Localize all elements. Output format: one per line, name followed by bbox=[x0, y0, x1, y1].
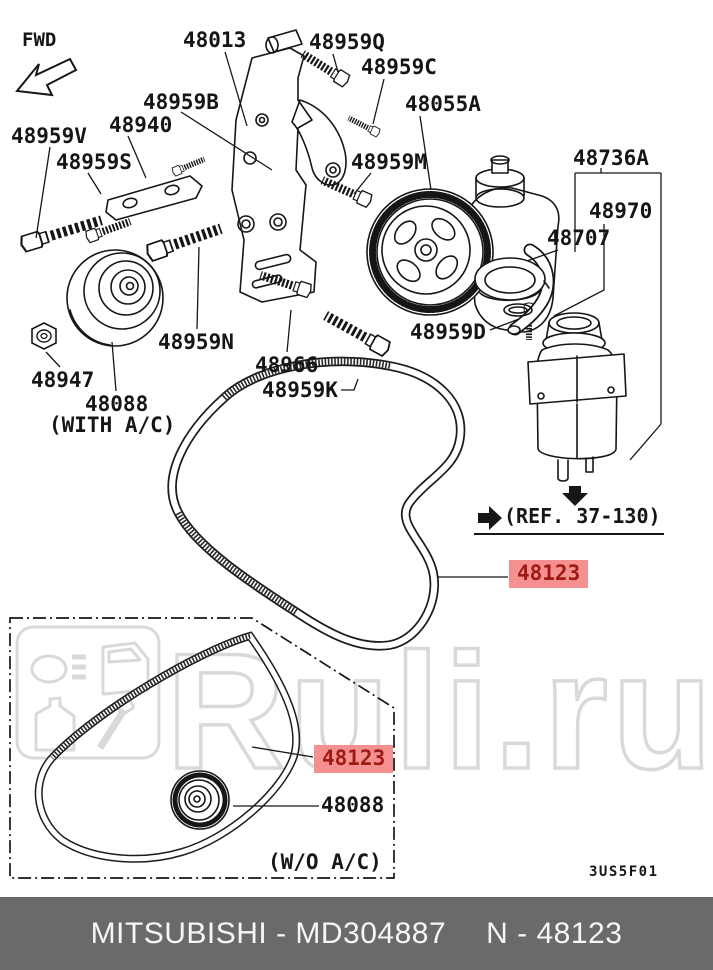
footer-bar: MITSUBISHI - MD304887 N - 48123 bbox=[0, 897, 713, 970]
footer-catalog-number: N - 48123 bbox=[486, 916, 623, 950]
cap-drawing bbox=[470, 257, 550, 302]
part-label-48966: 48966 bbox=[255, 353, 319, 377]
reservoir-drawing bbox=[527, 312, 627, 506]
watermark-text: Ruli.ru bbox=[166, 619, 713, 803]
stay-plate-drawing bbox=[105, 175, 203, 221]
part-label-48947: 48947 bbox=[31, 368, 95, 392]
part-label-48055A: 48055A bbox=[405, 92, 481, 116]
part-label-48013: 48013 bbox=[183, 28, 247, 52]
leader-lines bbox=[35, 51, 520, 807]
part-label-48959V: 48959V bbox=[11, 124, 87, 148]
inset-box-border bbox=[9, 617, 395, 879]
part-label-48088-ac: 48088 bbox=[85, 392, 149, 416]
watermark-icons-box bbox=[15, 625, 161, 760]
fwd-label: FWD bbox=[22, 29, 57, 51]
part-link-48123-inset[interactable]: 48123 bbox=[314, 745, 394, 774]
part-label-48088-noac: 48088 bbox=[321, 793, 385, 817]
down-arrow-icon bbox=[562, 486, 588, 506]
bolt-small-left bbox=[85, 216, 133, 243]
tensioner-pulley-drawing bbox=[66, 249, 164, 347]
part-label-48959N: 48959N bbox=[158, 330, 234, 354]
bolt-48959N bbox=[145, 221, 224, 262]
ref-arrow-icon bbox=[478, 506, 502, 530]
part-label-48959B: 48959B bbox=[143, 90, 219, 114]
part-label-48959Q: 48959Q bbox=[309, 30, 385, 54]
pump-drawing bbox=[366, 155, 560, 336]
part-label-48707: 48707 bbox=[547, 226, 611, 250]
footer-brand-part: MITSUBISHI - MD304887 bbox=[90, 916, 447, 950]
inset-belt-drawing bbox=[34, 631, 301, 863]
part-label-48959D: 48959D bbox=[410, 320, 486, 344]
main-belt-drawing bbox=[167, 356, 466, 651]
part-label-48736A: 48736A bbox=[573, 146, 649, 170]
bolt-48959K bbox=[322, 309, 392, 358]
part-label-48959S: 48959S bbox=[56, 150, 132, 174]
part-label-48970: 48970 bbox=[589, 199, 653, 223]
fwd-arrow-icon bbox=[15, 57, 78, 97]
part-label-48959M: 48959M bbox=[351, 150, 427, 174]
part-label-48959K: 48959K bbox=[262, 378, 338, 402]
headlight-icon bbox=[30, 654, 68, 684]
part-label-48959C: 48959C bbox=[361, 55, 437, 79]
bolt-48966 bbox=[258, 269, 312, 298]
with-ac-note: (WITH A/C) bbox=[49, 413, 176, 437]
mount-bracket-drawing bbox=[231, 29, 347, 303]
shock-absorber-icon bbox=[97, 708, 127, 750]
ref-note: (REF. 37-130) bbox=[504, 504, 661, 528]
bolt-48959C bbox=[347, 114, 381, 137]
part-link-48123-main[interactable]: 48123 bbox=[509, 560, 589, 589]
nut-48947 bbox=[31, 322, 57, 350]
car-door-icon bbox=[101, 641, 150, 696]
inset-pulley-drawing bbox=[170, 770, 230, 830]
part-label-48940: 48940 bbox=[109, 113, 173, 137]
o-ring-drawing bbox=[503, 303, 533, 317]
sheet-code: 3US5F01 bbox=[589, 864, 659, 880]
bolt-48959Q bbox=[299, 48, 351, 87]
wo-ac-note: (W/O A/C) bbox=[268, 850, 382, 874]
reservoir-bracket-lines bbox=[523, 168, 662, 461]
bolt-48959B bbox=[171, 155, 206, 176]
oil-canister-icon bbox=[34, 696, 76, 752]
